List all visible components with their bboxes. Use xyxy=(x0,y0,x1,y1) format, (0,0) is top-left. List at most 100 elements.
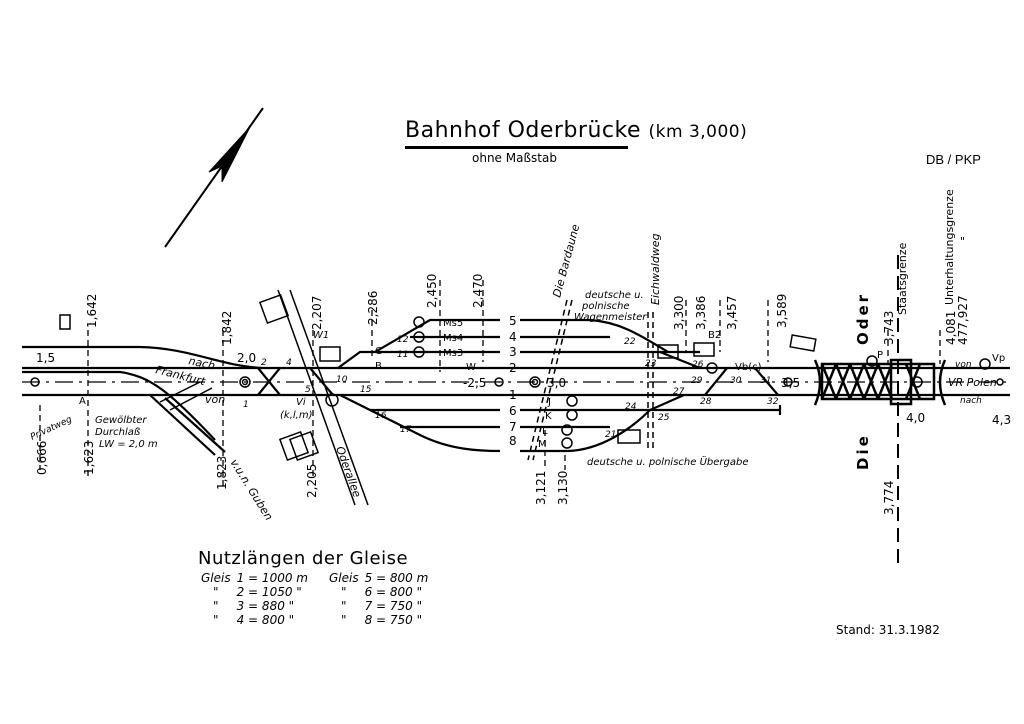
track-label-5: 5 xyxy=(509,314,517,328)
chainage: 3,130 xyxy=(556,471,570,505)
switch-number: 12 xyxy=(397,335,409,345)
ditto-mark: " xyxy=(960,235,965,248)
title-text: Bahnhof Oderbrücke xyxy=(405,118,642,143)
track-label-6: 6 xyxy=(509,404,517,418)
switch-number: 23 xyxy=(645,359,657,369)
durchlass-line3: LW = 2,0 m xyxy=(99,439,158,450)
switch-number: 32 xyxy=(767,397,779,407)
tracks-group xyxy=(22,107,1010,570)
signal-m: M xyxy=(538,439,547,450)
switch-number: 27 xyxy=(673,387,685,397)
oder-bridge xyxy=(813,358,947,406)
signal-ms4: Ms4 xyxy=(443,333,463,344)
durchlass-line1: Gewölbter xyxy=(95,415,147,426)
building-icon xyxy=(258,293,290,325)
wagenmeister-line1: deutsche u. xyxy=(585,290,644,301)
chainage: 477,927 xyxy=(956,295,970,345)
km-3-5: 3,5 xyxy=(781,376,800,390)
von-left-label: von xyxy=(205,393,225,406)
track-8-left xyxy=(339,394,501,453)
switch-28 xyxy=(704,367,728,396)
track-label-8: 8 xyxy=(509,434,517,448)
track-5-left xyxy=(374,318,500,353)
switch-26 xyxy=(659,350,701,370)
von-right-label: von xyxy=(955,360,972,370)
signal-ms3: Ms3 xyxy=(443,348,463,359)
chainage: 2,205 xyxy=(305,464,319,498)
hatched-building-icon xyxy=(319,346,341,362)
legend-title: Nutzlängen der Gleise xyxy=(198,548,409,569)
unterhaltungsgrenze-label: Unterhaltungsgrenze xyxy=(943,189,956,305)
km-2-5: -2,5 xyxy=(463,376,486,390)
signal-k: K xyxy=(545,411,552,422)
track-label-1: 1 xyxy=(509,388,517,402)
chainage: 0,666 xyxy=(35,441,49,475)
switch-number: 1 xyxy=(243,400,249,410)
wagenmeister-line3: Wagenmeister xyxy=(574,312,647,323)
km-2-0: 2,0 xyxy=(237,351,256,365)
switch-number: 15 xyxy=(360,385,372,395)
signal-c: C xyxy=(375,346,382,357)
title-underline xyxy=(405,146,628,149)
signal-vp: Vp xyxy=(992,353,1005,364)
chainage: 3,300 xyxy=(672,296,686,330)
chainage: 3,589 xyxy=(775,294,789,328)
signal-j: J xyxy=(547,397,551,408)
north-arrow-icon xyxy=(208,126,251,183)
uebergabe-label: deutsche u. polnische Übergabe xyxy=(587,455,748,468)
track-label-7: 7 xyxy=(509,420,517,434)
chainage: 3,386 xyxy=(694,296,708,330)
km-4-3: 4,3 xyxy=(992,413,1011,427)
chainage: 3,774 xyxy=(882,481,896,515)
signal-l: L xyxy=(542,426,548,437)
track-label-3: 3 xyxy=(509,345,517,359)
signal-klm: (k,l,m) xyxy=(280,410,312,421)
legend-row: "4 = 800 ""8 = 750 " xyxy=(213,613,423,627)
chainage: 2,286 xyxy=(366,291,380,325)
nach-label: nach xyxy=(187,354,216,372)
die-river-label: Die xyxy=(854,433,872,470)
legend-row: "3 = 880 ""7 = 750 " xyxy=(213,599,423,613)
switch-number: 29 xyxy=(691,376,703,386)
page-title: Bahnhof Oderbrücke (km 3,000) xyxy=(405,118,747,143)
switch-number: 5 xyxy=(305,385,311,395)
km-1-5: 1,5 xyxy=(36,351,55,365)
legend-row: "2 = 1050 ""6 = 800 " xyxy=(213,585,423,599)
switch-number: 31 xyxy=(760,376,771,386)
signal-vi: Vi xyxy=(296,397,306,408)
stand-date: Stand: 31.3.1982 xyxy=(836,623,940,637)
switch-number: 30 xyxy=(730,376,742,386)
switch-number: 22 xyxy=(624,337,636,347)
switch-number: 28 xyxy=(700,397,712,407)
chainage: 1,642 xyxy=(85,294,99,328)
nach-right-label: nach xyxy=(960,396,982,406)
switch-number: 25 xyxy=(658,413,670,423)
switch-number: 10 xyxy=(336,375,348,385)
switch-number: 24 xyxy=(625,402,637,412)
eichwaldweg-label: Eichwaldweg xyxy=(649,233,662,305)
oder-river-label: Oder xyxy=(854,292,872,345)
switch-number: 21 xyxy=(605,430,616,440)
durchlass-line2: Durchlaß xyxy=(95,427,140,438)
track-3-left xyxy=(337,350,500,369)
track-5-right xyxy=(589,318,669,353)
signal-vbc: Vb(c) xyxy=(735,362,762,373)
chainage: 4,081 xyxy=(944,311,958,345)
track-frankfurt xyxy=(22,345,263,370)
oderallee-road xyxy=(277,289,356,506)
chainage: 2,207 xyxy=(310,296,324,330)
signal-ms5: Ms5 xyxy=(443,318,463,329)
title-km: (km 3,000) xyxy=(648,122,748,142)
chainage: 1,842 xyxy=(220,311,234,345)
track-label-2: 2 xyxy=(509,361,517,375)
track-guben-c xyxy=(164,397,226,453)
wagenmeister-line2: polnische xyxy=(581,301,630,312)
signal-w: W xyxy=(466,362,476,373)
track-label-4: 4 xyxy=(509,330,517,344)
chainage: 1,823 xyxy=(215,456,229,490)
signal-a: A xyxy=(79,396,86,407)
privatweg-label: Privatweg xyxy=(29,415,74,443)
